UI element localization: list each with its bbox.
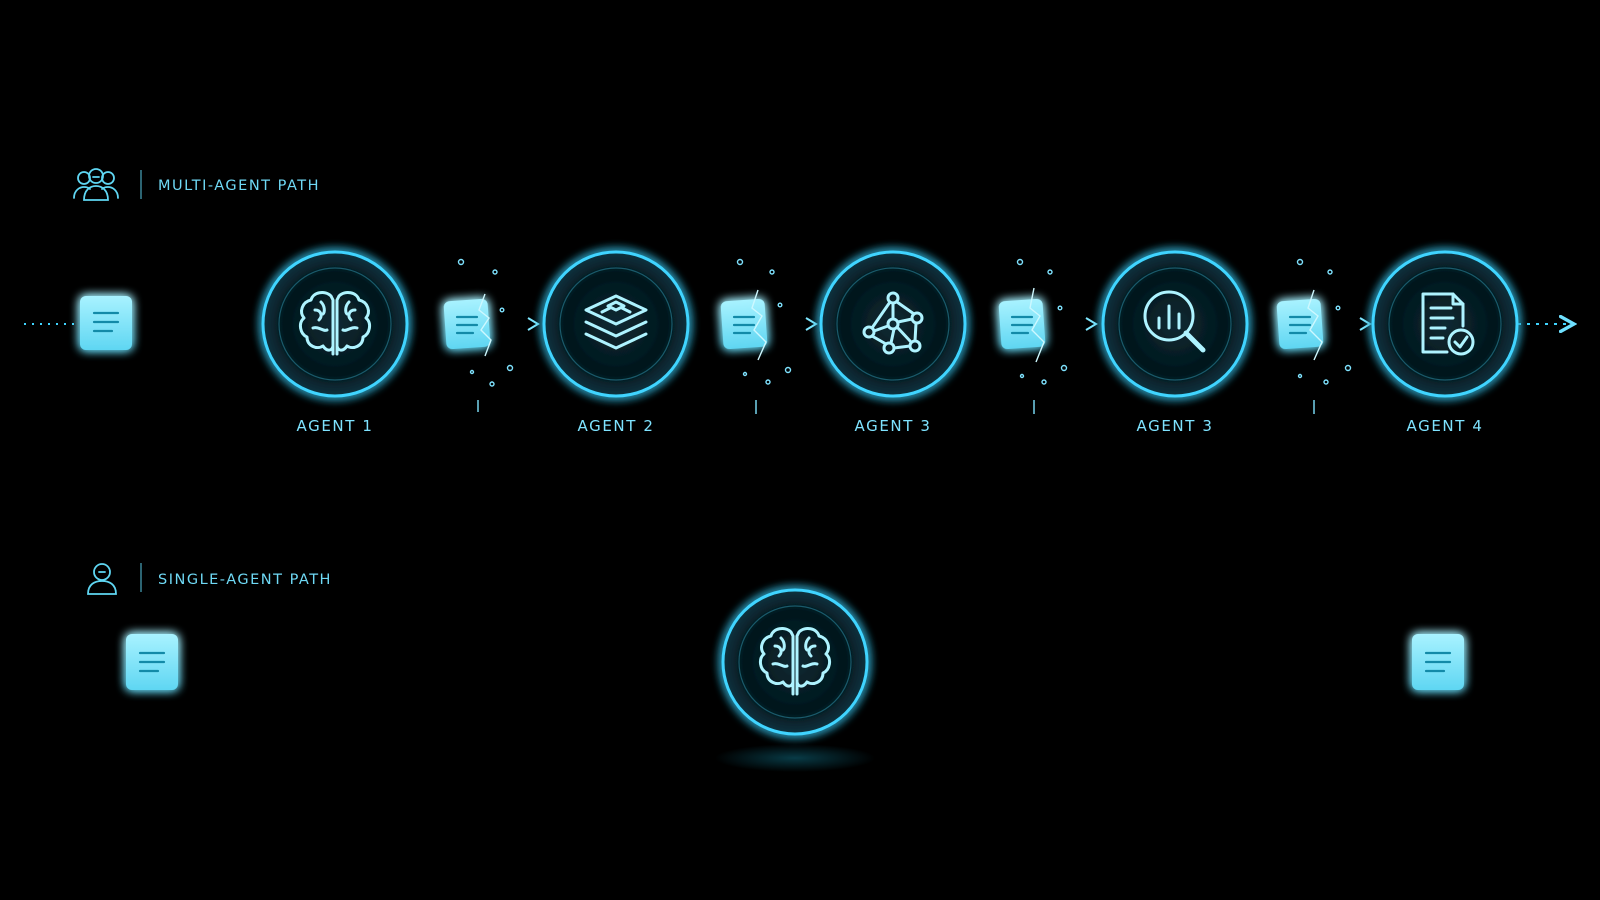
agent-node-inner-ring (559, 267, 673, 381)
agent-node-3 (819, 250, 967, 398)
agent-node-ring (1371, 250, 1519, 398)
users-icon (73, 168, 119, 201)
agent-node-5 (1371, 250, 1519, 398)
agent-node-1 (261, 250, 409, 398)
crack-mark (751, 289, 767, 361)
layers-icon (584, 294, 648, 350)
analytics-search-icon (1143, 290, 1206, 353)
handoff-document-2 (720, 289, 768, 361)
agent-label-5: AGENT 4 (1407, 417, 1484, 435)
handoff-document-3 (998, 287, 1046, 363)
crack-mark (478, 293, 492, 357)
single-agent-flow (126, 588, 1514, 772)
arrowhead-4 (1359, 317, 1372, 331)
brain-icon (298, 291, 372, 356)
arrowhead-3b (1085, 317, 1098, 331)
node-shadow (715, 744, 875, 772)
agent-node-ring (261, 250, 409, 398)
section-title-multi: MULTI-AGENT PATH (158, 178, 320, 194)
agent-node-inner-ring (278, 267, 392, 381)
single-input-document (126, 634, 178, 690)
document-check-icon (1421, 292, 1475, 356)
agent-node-inner-ring (1118, 267, 1232, 381)
handoff-document-1 (443, 293, 492, 357)
handoff-document-4 (1276, 289, 1324, 361)
agent-label-2: AGENT 2 (578, 417, 655, 435)
multi-agent-header: MULTI-AGENT PATH (73, 168, 320, 201)
single-agent-node (721, 588, 869, 736)
input-document (80, 296, 132, 350)
single-output-document (1412, 634, 1464, 690)
arrowhead-2 (527, 317, 540, 331)
crack-mark (1029, 287, 1045, 363)
single-agent-header: SINGLE-AGENT PATH (87, 563, 332, 595)
agent-label-4: AGENT 3 (1137, 417, 1214, 435)
multi-agent-flow: AGENT 1 AGENT 2 AGENT 3 AGENT 3 AGENT 4 (24, 250, 1574, 435)
brain-icon (758, 627, 832, 696)
network-graph-icon (862, 291, 924, 355)
crack-mark (1307, 289, 1323, 361)
section-title-single: SINGLE-AGENT PATH (158, 572, 332, 588)
debris-particles (457, 258, 1352, 414)
agent-node-inner-ring (836, 267, 950, 381)
user-icon (87, 563, 117, 595)
agent-label-3: AGENT 3 (855, 417, 932, 435)
agent-node-4 (1101, 250, 1249, 398)
agent-node-ring (819, 250, 967, 398)
arrowhead-3 (805, 317, 818, 331)
agent-label-1: AGENT 1 (297, 417, 374, 435)
agent-node-inner-ring (1388, 267, 1502, 381)
agent-node-ring (1101, 250, 1249, 398)
agent-node-2 (542, 250, 690, 398)
